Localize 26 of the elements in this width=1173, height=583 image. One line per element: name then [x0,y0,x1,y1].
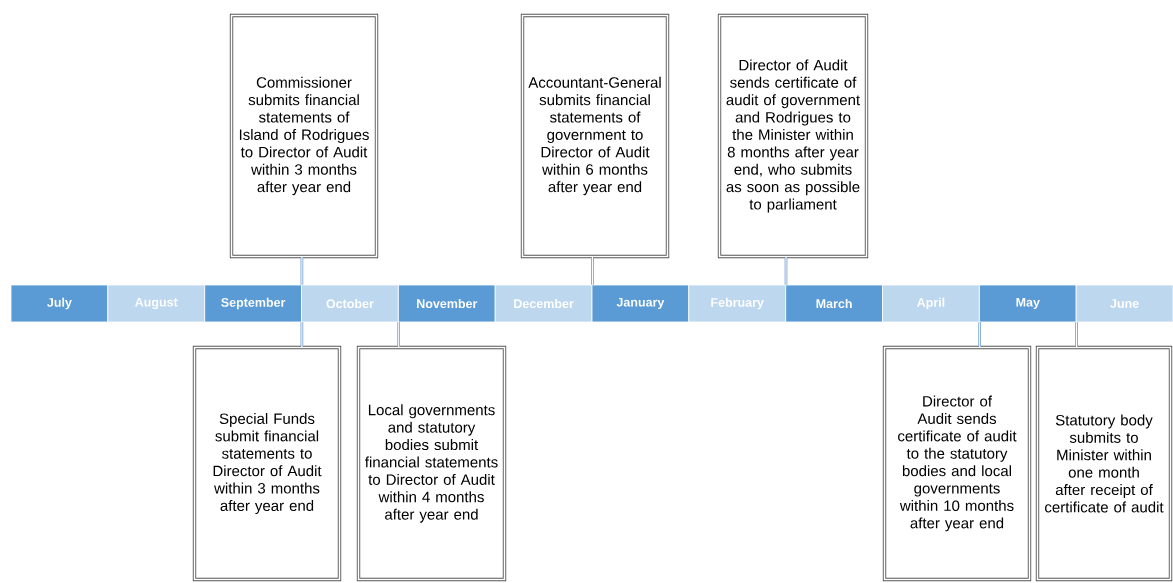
connector-line [1075,321,1078,348]
month-band: February [688,284,786,323]
text-box: Commissioner submits financial statements of Island of Rodrigues to Director of Audit within 3 months after year end [229,13,379,259]
text-box: Special Funds submit financial statements to Director of Audit within 3 months after year end [192,345,342,582]
month-band: July [10,284,109,323]
connector-line [397,321,400,348]
text-box: Local governments and statutory bodies submit financial statements to Director of Audit within 4 months after year end [356,345,507,582]
text-box: Director of Audit sends certificate of audit to the statutory bodies and local governments within 10 months after year end [882,345,1032,582]
text-box: Statutory body submits to Minister within one month after receipt of certificate of audit [1035,345,1173,582]
month-band: January [591,284,690,323]
connector-line [300,321,304,348]
month-band: June [1075,284,1173,323]
text-box: Director of Audit sends certificate of audit of government and Rodrigues to the Minister within 8 months after year end, who submits as soon as possible to parliament [717,13,869,259]
month-band: March [785,284,883,323]
text-box: Accountant-General submits financial statements of government to Director of Audit within 6 months after year end [520,13,670,259]
connector-line [300,256,304,286]
month-band: October [301,284,399,323]
month-band: November [398,284,496,323]
month-band: August [107,284,205,323]
connector-line [591,256,594,286]
month-band: September [204,284,302,323]
connector-line [978,321,981,348]
connector-line [784,256,788,286]
month-band: April [882,284,980,323]
month-band: May [979,284,1077,323]
month-band: December [494,284,593,323]
